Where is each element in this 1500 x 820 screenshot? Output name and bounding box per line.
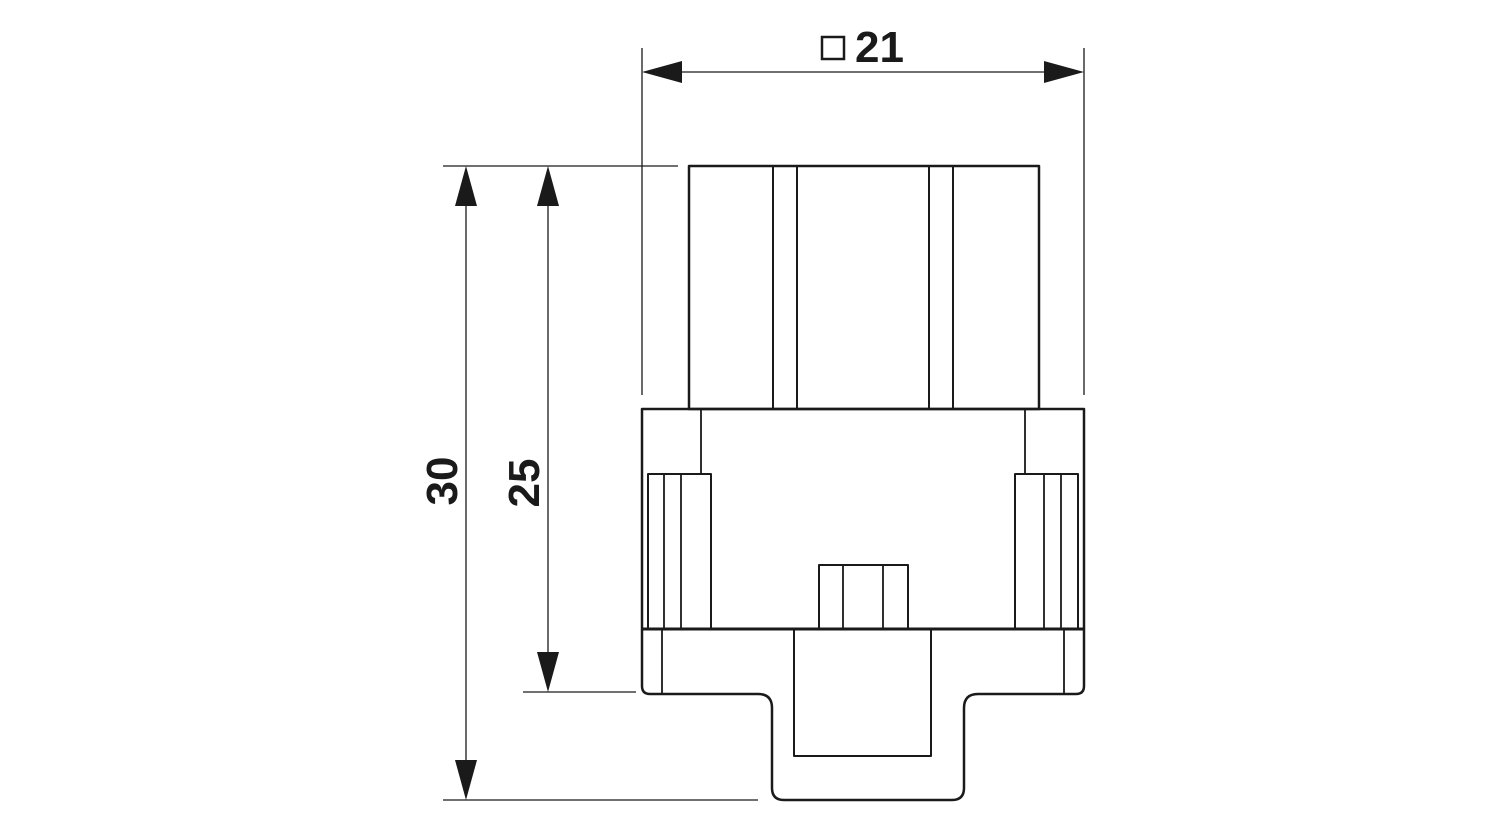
total-height-arrow-top <box>455 166 477 206</box>
center-tab-outline <box>818 564 909 630</box>
latch-left <box>647 473 712 630</box>
lower-housing <box>640 407 1086 802</box>
width-dimension-label: 21 <box>855 23 904 72</box>
latch-right-outline <box>1014 473 1079 630</box>
total-height-arrow-bottom <box>455 760 477 800</box>
square-symbol-icon <box>820 35 846 61</box>
width-arrow-left <box>642 61 682 83</box>
body-height-label: 25 <box>500 459 549 508</box>
upper-housing-outline <box>687 164 1041 411</box>
body-height-arrow-bottom <box>537 652 559 692</box>
width-arrow-right <box>1044 61 1084 83</box>
latch-left-outline <box>647 473 712 630</box>
lower-housing-outline <box>640 407 1086 802</box>
upper-housing <box>687 164 1041 411</box>
latch-right <box>1014 473 1079 630</box>
center-tab <box>818 564 909 630</box>
body-height-arrow-top <box>537 166 559 206</box>
bottom-plug-window <box>793 628 932 757</box>
total-height-label: 30 <box>418 457 467 506</box>
